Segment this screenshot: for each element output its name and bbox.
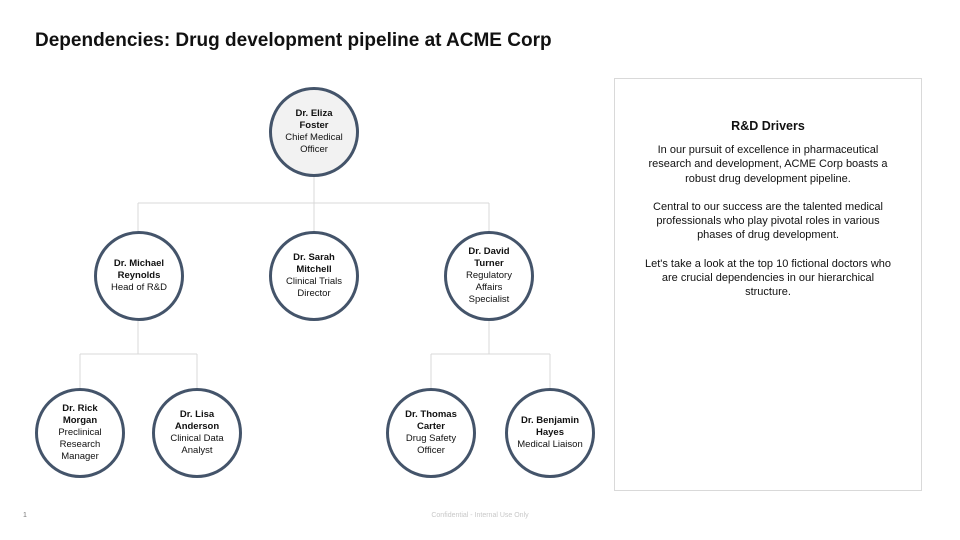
page-title: Dependencies: Drug development pipeline …: [35, 30, 552, 51]
connector-root-to-level2: [137, 175, 490, 233]
node-name: Dr. Rick Morgan: [62, 403, 98, 426]
node-role: Drug Safety Officer: [405, 433, 457, 456]
node-role: Clinical Trials Director: [286, 276, 342, 299]
node-name: Dr. Thomas Carter: [405, 409, 457, 432]
org-node-michael-reynolds: Dr. Michael Reynolds Head of R&D: [94, 231, 184, 321]
connector-turner-to-reports: [430, 321, 551, 388]
confidential-footer: Confidential - Internal Use Only: [431, 512, 529, 519]
node-role: Clinical Data Analyst: [170, 433, 224, 456]
node-role: Chief Medical Officer: [285, 132, 343, 155]
node-name: Dr. Lisa Anderson: [174, 409, 220, 432]
panel-paragraph: In our pursuit of excellence in pharmace…: [648, 144, 888, 185]
connector-reynolds-to-reports: [79, 321, 198, 388]
org-node-rick-morgan: Dr. Rick Morgan Preclinical Research Man…: [35, 388, 125, 478]
org-node-david-turner: Dr. David Turner Regulatory Affairs Spec…: [444, 231, 534, 321]
rd-drivers-panel: R&D Drivers In our pursuit of excellence…: [614, 78, 922, 491]
node-name: Dr. Benjamin Hayes: [520, 415, 580, 438]
node-role: Medical Liaison: [517, 439, 583, 450]
org-node-eliza-foster: Dr. Eliza Foster Chief Medical Officer: [269, 87, 359, 177]
panel-paragraph: Let's take a look at the top 10 fictiona…: [644, 257, 892, 299]
node-role: Regulatory Affairs Specialist: [466, 270, 512, 305]
page-number: 1: [23, 512, 27, 519]
node-name: Dr. David Turner: [468, 246, 510, 269]
org-node-sarah-mitchell: Dr. Sarah Mitchell Clinical Trials Direc…: [269, 231, 359, 321]
panel-paragraph: Central to our success are the talented …: [653, 200, 883, 242]
org-node-benjamin-hayes: Dr. Benjamin Hayes Medical Liaison: [505, 388, 595, 478]
node-role: Head of R&D: [111, 282, 167, 293]
node-name: Dr. Eliza Foster: [295, 108, 333, 131]
node-role: Preclinical Research Manager: [58, 427, 102, 462]
node-name: Dr. Michael Reynolds: [113, 258, 165, 281]
org-node-thomas-carter: Dr. Thomas Carter Drug Safety Officer: [386, 388, 476, 478]
org-node-lisa-anderson: Dr. Lisa Anderson Clinical Data Analyst: [152, 388, 242, 478]
panel-heading: R&D Drivers: [731, 119, 805, 133]
node-name: Dr. Sarah Mitchell: [293, 252, 335, 275]
